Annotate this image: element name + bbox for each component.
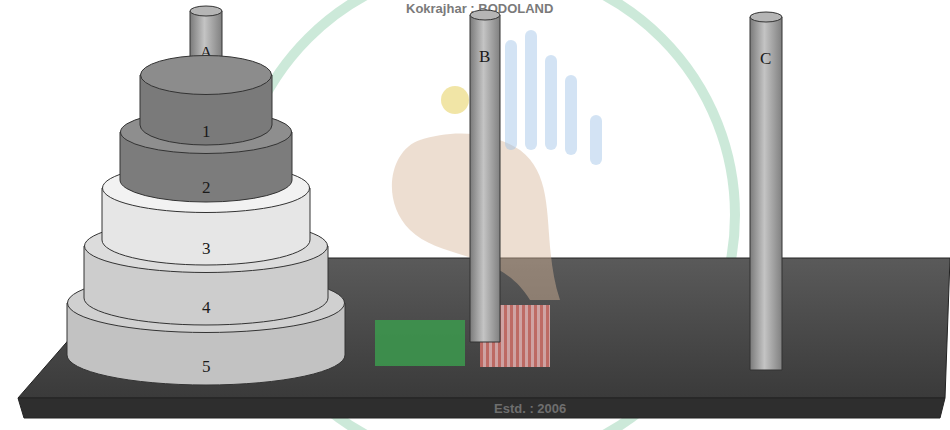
disk-number: 3: [202, 240, 211, 257]
disk-number: 4: [202, 299, 211, 316]
peg-letter: C: [760, 50, 771, 67]
watermark-tubes: [505, 30, 602, 165]
watermark-sun: [441, 86, 469, 114]
peg: B: [470, 10, 500, 342]
watermark-text: Estd. : 2006: [494, 402, 566, 415]
peg: C: [750, 12, 782, 370]
disk: 1: [140, 55, 272, 145]
peg-letter: B: [479, 48, 490, 65]
board-front: [18, 398, 945, 418]
disk-number: 5: [202, 358, 211, 375]
disk-number: 2: [202, 179, 211, 196]
disk-number: 1: [202, 123, 211, 140]
watermark-green-block: [375, 320, 465, 366]
